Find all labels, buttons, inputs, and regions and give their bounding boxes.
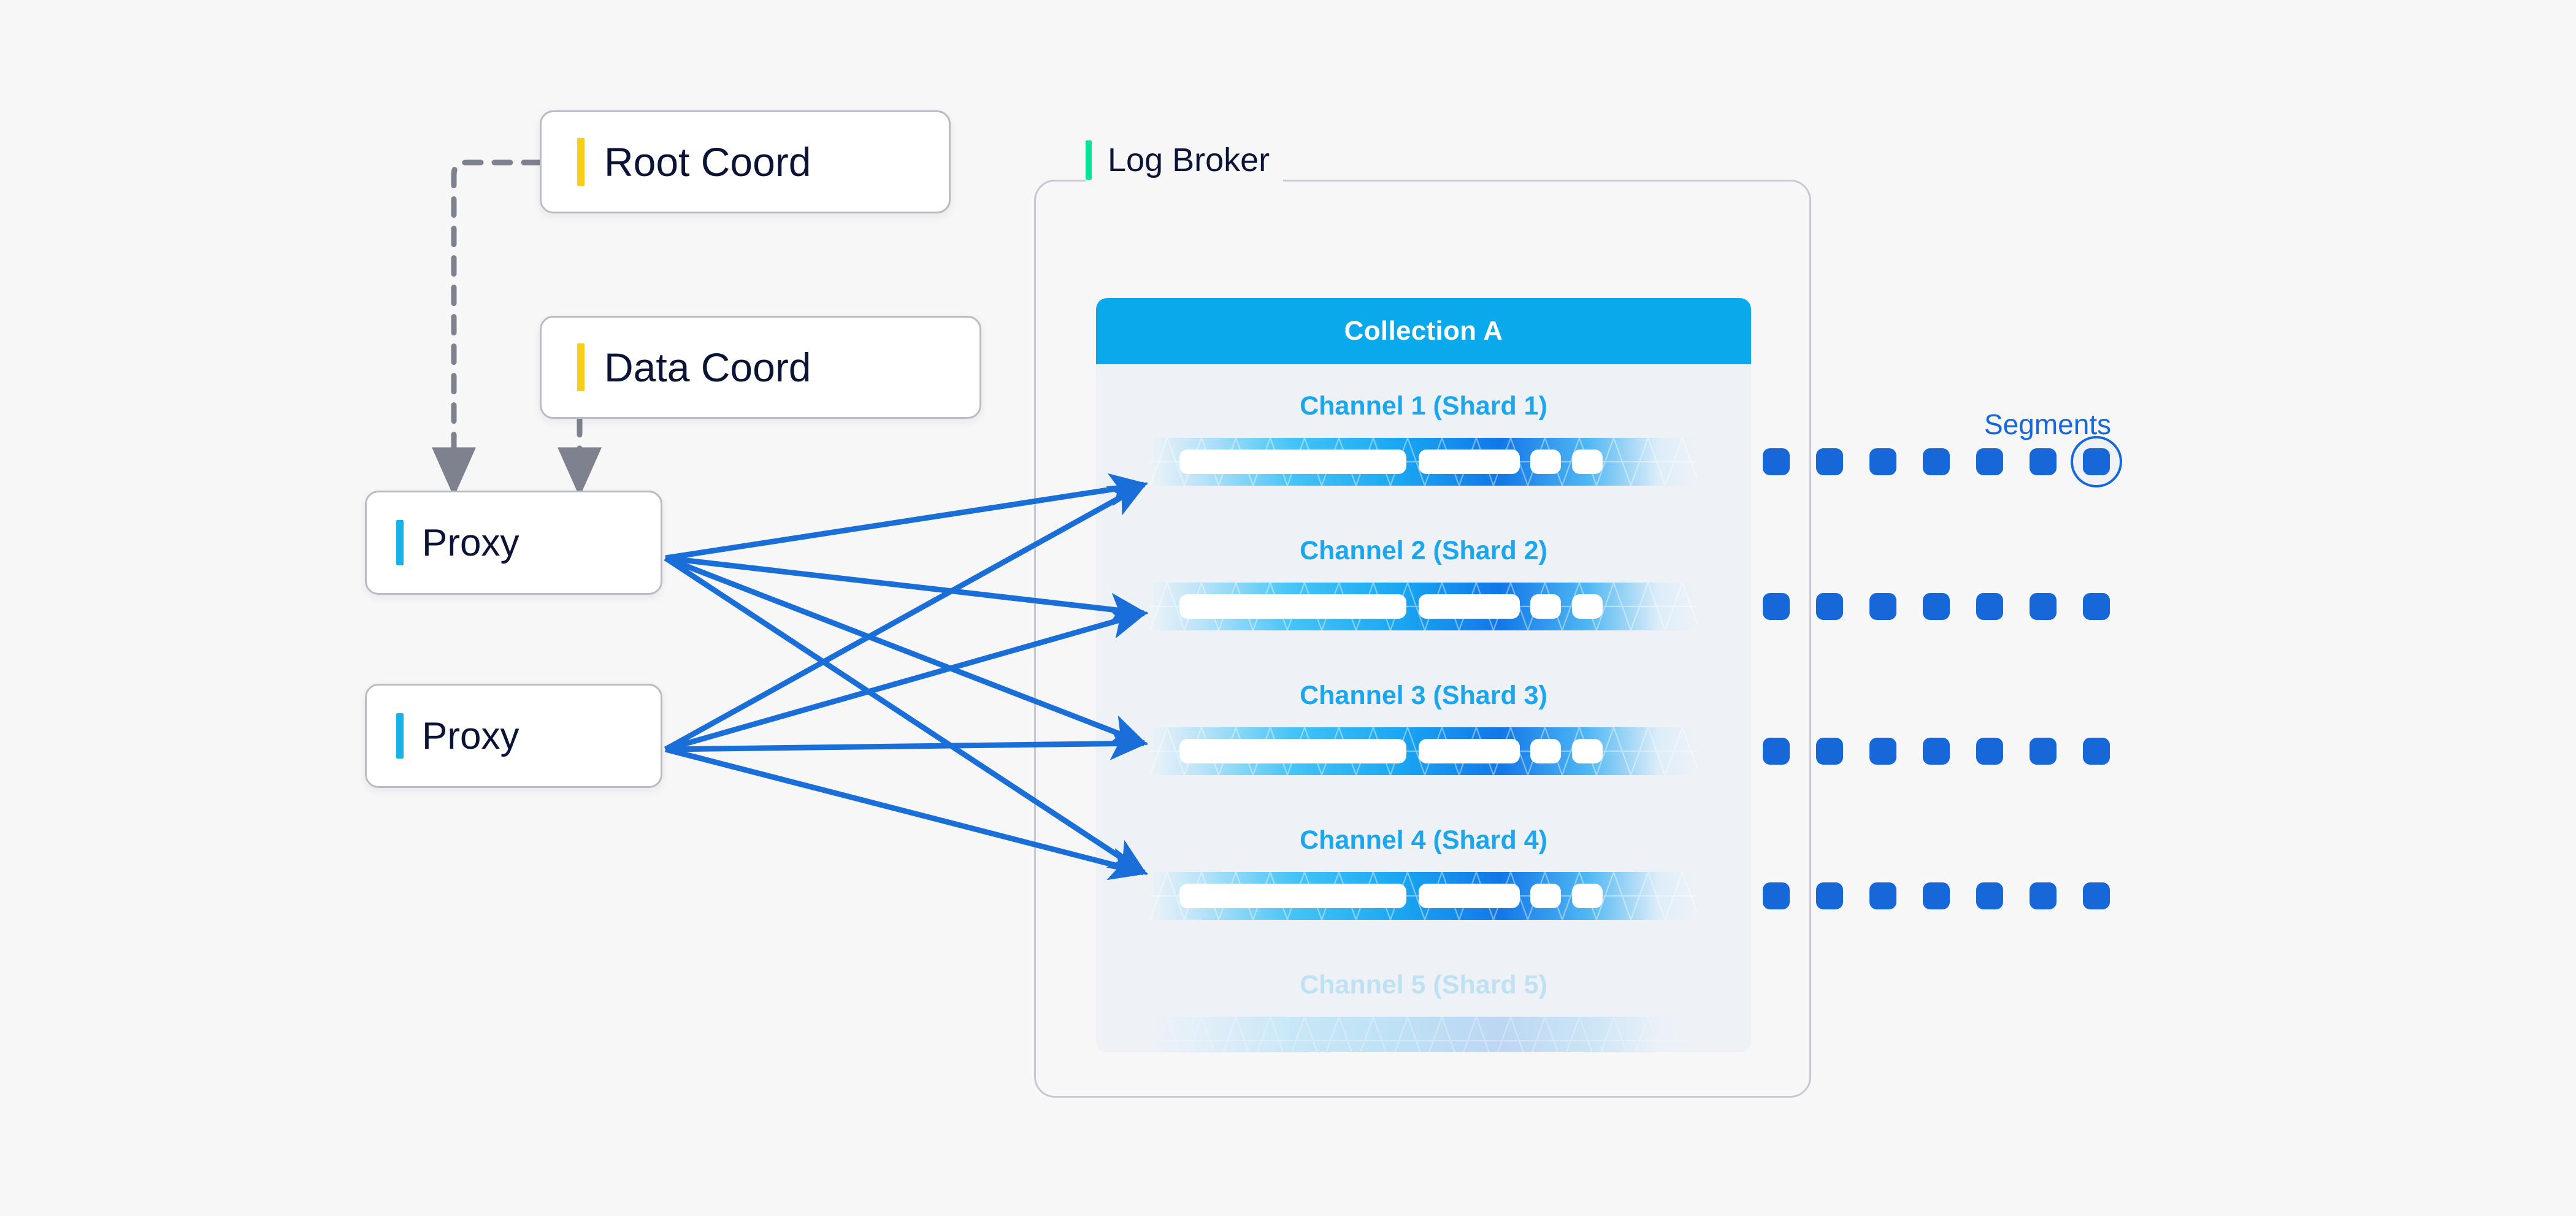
segment-dot xyxy=(1869,448,1896,475)
segment-dot xyxy=(1816,448,1843,475)
collection-panel: Collection A Channel 1 (Shard 1) Channel… xyxy=(1096,298,1751,1052)
collection-header: Collection A xyxy=(1096,298,1751,364)
segment-dot xyxy=(1869,593,1896,620)
channel-message-segment xyxy=(1419,594,1520,619)
log-broker-label: Log Broker xyxy=(1108,142,1270,178)
channel-bar xyxy=(1150,872,1697,920)
segment-dot xyxy=(1976,738,2003,765)
segment-dot xyxy=(1816,738,1843,765)
channel-message-segment xyxy=(1572,449,1603,474)
segment-dot xyxy=(2030,882,2057,909)
segment-dot xyxy=(1763,593,1790,620)
channel-row: Channel 5 (Shard 5) xyxy=(1096,970,1751,1052)
channel-message-segment xyxy=(1530,739,1561,763)
channel-message-segment xyxy=(1530,449,1561,474)
node-root-coord-label: Root Coord xyxy=(604,139,811,185)
segment-dot xyxy=(1816,593,1843,620)
segment-dot xyxy=(1976,593,2003,620)
segment-dot xyxy=(2083,882,2110,909)
channel-bar xyxy=(1150,727,1697,775)
segment-dot xyxy=(1976,448,2003,475)
channel-message-segment xyxy=(1419,739,1520,763)
channel-message-segment xyxy=(1572,739,1603,763)
channel-message-segment xyxy=(1419,884,1520,908)
channel-label: Channel 2 (Shard 2) xyxy=(1300,536,1547,565)
segment-dot xyxy=(1816,882,1843,909)
segments-row xyxy=(1709,738,2136,765)
node-proxy-2[interactable]: Proxy xyxy=(365,684,662,788)
segment-dot xyxy=(2030,448,2057,475)
segment-dot xyxy=(1976,882,2003,909)
accent-bar-yellow xyxy=(577,138,585,186)
accent-bar-green xyxy=(1086,140,1092,180)
channel-bar xyxy=(1150,583,1697,630)
channel-message-segment xyxy=(1572,884,1603,908)
segment-dot xyxy=(2030,738,2057,765)
group-log-broker-title: Log Broker xyxy=(1086,138,1284,182)
channel-message-segment xyxy=(1530,594,1561,619)
channel-row: Channel 4 (Shard 4) xyxy=(1096,825,1751,954)
segment-dot xyxy=(1923,448,1950,475)
channel-bar xyxy=(1150,438,1697,486)
channel-message-segment xyxy=(1179,449,1406,474)
channel-bar-gradient xyxy=(1150,1017,1697,1052)
segment-dot xyxy=(2083,738,2110,765)
channel-message-segment xyxy=(1419,449,1520,474)
segment-dot xyxy=(2083,593,2110,620)
segment-dot xyxy=(1923,882,1950,909)
channel-message-segment xyxy=(1572,594,1603,619)
node-root-coord[interactable]: Root Coord xyxy=(540,110,951,213)
segment-dot xyxy=(1763,448,1790,475)
channel-message-segment xyxy=(1530,884,1561,908)
channel-row: Channel 3 (Shard 3) xyxy=(1096,681,1751,809)
node-proxy-2-label: Proxy xyxy=(422,714,519,757)
node-data-coord-label: Data Coord xyxy=(604,345,811,390)
segment-dot xyxy=(1869,882,1896,909)
collection-title: Collection A xyxy=(1344,316,1503,346)
segments-row xyxy=(1709,436,2136,488)
channel-label: Channel 4 (Shard 4) xyxy=(1300,825,1547,855)
channel-label: Channel 1 (Shard 1) xyxy=(1300,391,1547,421)
node-proxy-1-label: Proxy xyxy=(422,521,519,564)
segments-annotation-label: Segments xyxy=(1984,408,2112,440)
channel-row: Channel 2 (Shard 2) xyxy=(1096,536,1751,665)
node-data-coord[interactable]: Data Coord xyxy=(540,316,981,419)
accent-bar-cyan xyxy=(396,713,404,759)
segment-dot xyxy=(1869,738,1896,765)
channel-message-segment xyxy=(1179,739,1406,763)
accent-bar-cyan xyxy=(396,520,404,565)
channel-message-segment xyxy=(1179,884,1406,908)
channel-message-segment xyxy=(1179,594,1406,619)
segments-row xyxy=(1709,593,2136,620)
segments-row xyxy=(1709,882,2136,909)
channel-label: Channel 5 (Shard 5) xyxy=(1300,970,1547,1000)
channel-bar xyxy=(1150,1017,1697,1052)
connector-root-coord-to-proxy xyxy=(432,159,543,497)
segment-dot xyxy=(1763,738,1790,765)
segment-dot xyxy=(2030,593,2057,620)
segment-dot xyxy=(1923,593,1950,620)
segment-dot xyxy=(1763,882,1790,909)
segment-dot xyxy=(2083,448,2110,475)
node-proxy-1[interactable]: Proxy xyxy=(365,491,662,595)
segment-dot xyxy=(1923,738,1950,765)
channel-row: Channel 1 (Shard 1) xyxy=(1096,391,1751,520)
channel-bar-texture xyxy=(1150,1017,1697,1052)
channel-label: Channel 3 (Shard 3) xyxy=(1300,681,1547,710)
accent-bar-yellow xyxy=(577,343,585,391)
